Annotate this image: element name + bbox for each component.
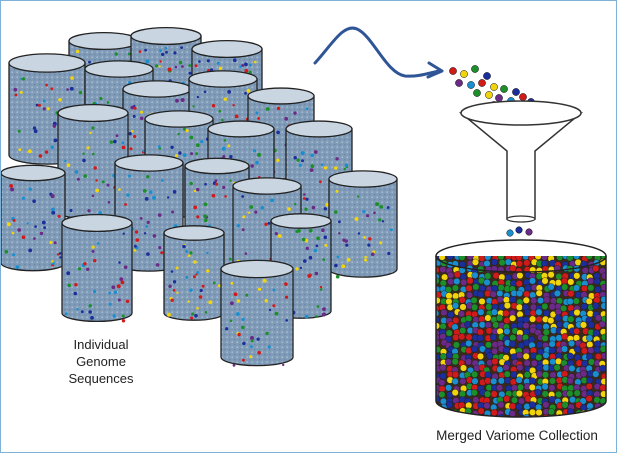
genome-jar bbox=[328, 170, 398, 279]
genome-jar bbox=[220, 259, 294, 367]
individual-genome-caption: Individual Genome Sequences bbox=[41, 336, 161, 387]
caption-line-2: Genome bbox=[76, 354, 126, 369]
funnel-icon bbox=[458, 100, 584, 223]
caption-line-1: Individual bbox=[73, 337, 129, 352]
arrow-head bbox=[426, 61, 444, 79]
genome-jar bbox=[1, 164, 66, 272]
funnel-top-beads bbox=[506, 226, 533, 237]
genome-jar bbox=[61, 213, 133, 323]
caption-line-3: Sequences bbox=[68, 371, 134, 386]
curved-arrow-icon bbox=[313, 26, 441, 78]
individual-genome-jars bbox=[1, 26, 398, 367]
merged-variome-caption: Merged Variome Collection bbox=[436, 428, 598, 443]
genome-jar bbox=[57, 103, 129, 221]
merged-variome-jar bbox=[435, 239, 607, 418]
genome-jar bbox=[163, 225, 225, 321]
